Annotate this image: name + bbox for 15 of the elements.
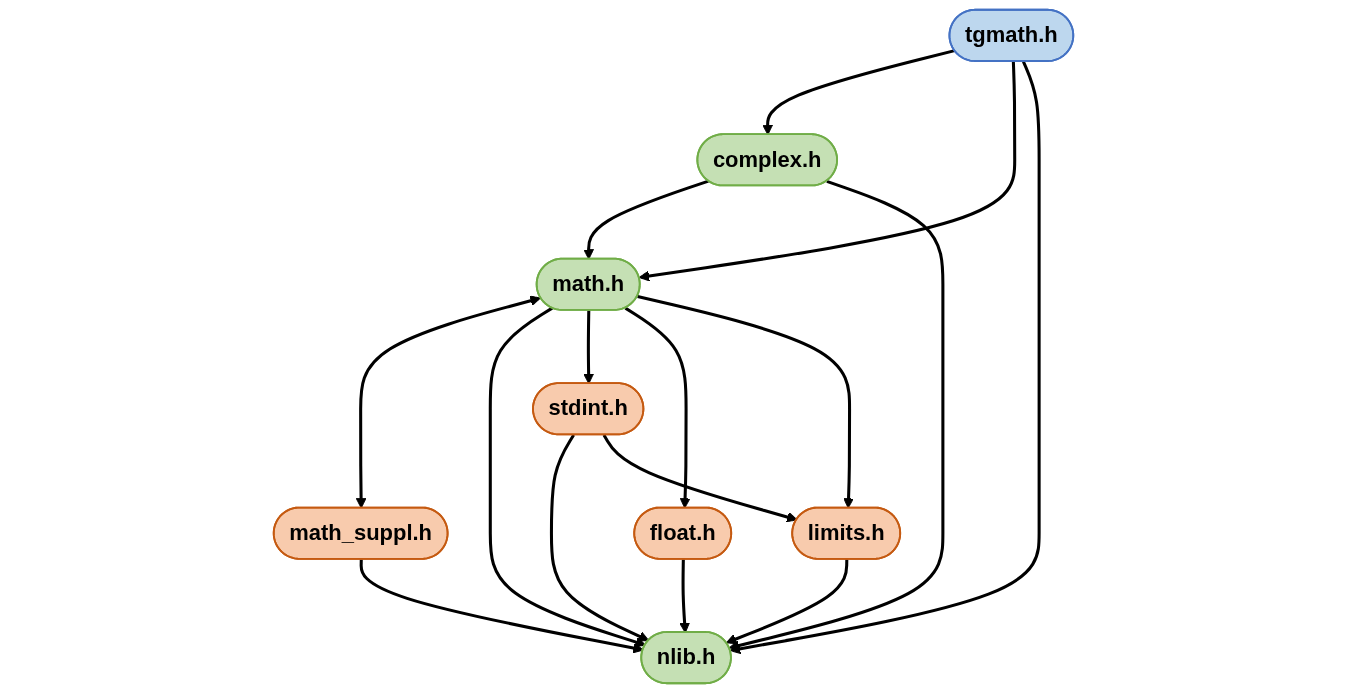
arrow	[762, 49, 955, 136]
arrow	[725, 559, 849, 645]
arrow	[583, 179, 709, 260]
arrow	[359, 559, 644, 654]
arrow	[549, 434, 650, 642]
arrow	[638, 61, 1017, 282]
arrow	[583, 310, 594, 385]
arrow	[728, 179, 945, 651]
arrow	[624, 306, 691, 509]
arrow	[488, 306, 646, 648]
arrow	[679, 559, 690, 634]
arrow	[729, 61, 1041, 655]
arrow	[602, 434, 798, 523]
arrow	[355, 295, 541, 509]
arrow	[637, 295, 854, 509]
